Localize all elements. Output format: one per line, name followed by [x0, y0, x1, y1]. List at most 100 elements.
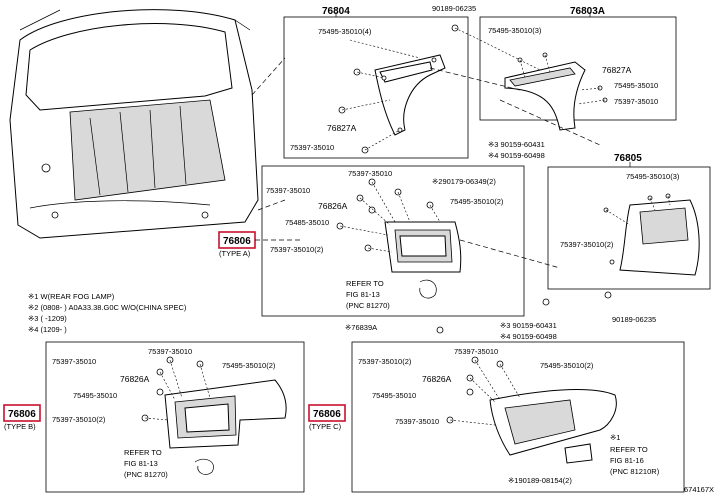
part-label-76806-b: 76806 [8, 409, 36, 420]
fastener-label: 75495-35010(4) [318, 27, 372, 36]
box-76803a: 76803A 75495-35010(3) 76827A 75495-35010… [479, 6, 677, 131]
part-76806-highlight [308, 404, 346, 422]
fastener-label: 75495-35010 [73, 391, 117, 400]
diagram-line [144, 359, 211, 421]
box-76806-type-c: 75397-35010 75397-35010(2) 75495-35010(2… [351, 341, 685, 493]
fastener-label: 75397-35010(2) [52, 415, 106, 424]
diagram-line [341, 39, 421, 151]
diagram-line [504, 399, 576, 445]
part-label-76826a: 76826A [120, 374, 150, 384]
fastener-label: ※190189-08154(2) [508, 476, 572, 485]
diagram-line [351, 341, 685, 493]
bolt-marker [41, 163, 51, 173]
back-door-illustration [9, 9, 259, 239]
fastener-label: ※3 90159-60431 [500, 321, 557, 330]
fastener-label: ※4 90159-60498 [488, 151, 545, 160]
fastener-label: 75485-35010 [285, 218, 329, 227]
fastener-label: 75495-35010(3) [488, 26, 542, 35]
bolt-marker [51, 211, 59, 219]
bolt-marker [368, 206, 376, 214]
fastener-label: 75397-35010 [148, 347, 192, 356]
part-label-76827a: 76827A [602, 65, 632, 75]
part-label-76806-main: 76806 [223, 236, 251, 247]
note-1: ※1 W(REAR FOG LAMP) [28, 292, 115, 301]
footnotes: ※1 W(REAR FOG LAMP) ※2 (0808- ) A0A33.38… [28, 292, 187, 334]
part-label-76839a: ※76839A [345, 323, 377, 332]
part-76806-highlight [3, 404, 41, 422]
fastener-label: 75397-35010 [454, 347, 498, 356]
refer-to-label: REFER TO [346, 279, 384, 288]
diagram-line [547, 166, 711, 290]
fastener-label: 90189-06235 [432, 4, 476, 13]
bolt-marker [609, 259, 615, 265]
bolt-marker [466, 388, 474, 396]
bolt-marker [156, 388, 164, 396]
diagram-line [45, 341, 305, 493]
fastener-label: 75495-35010 [372, 391, 416, 400]
box-76805: 76805 75495-35010(3) 75397-35010(2) [547, 153, 711, 290]
fastener-label: 75397-35010 [614, 97, 658, 106]
fastener-label: 75397-35010(2) [560, 240, 614, 249]
fastener-label: 75495-35010(2) [222, 361, 276, 370]
fastener-label: 75495-35010(3) [626, 172, 680, 181]
fastener-label: 75495-35010(2) [540, 361, 594, 370]
diagram-line [29, 200, 211, 209]
fastener-label: 75495-35010(2) [450, 197, 504, 206]
diagram-line [339, 181, 441, 253]
refer-figure-label: FIG 81-13 [346, 290, 380, 299]
diagram-line [454, 27, 561, 81]
diagram-line [261, 165, 525, 317]
box-76806-type-b: 75397-35010 75397-35010 75495-35010(2) 7… [45, 341, 305, 493]
diagram-line [605, 195, 671, 226]
part-type-label: (TYPE B) [4, 422, 36, 431]
diagram-line [499, 99, 601, 146]
part-label-76827a: 76827A [327, 123, 357, 133]
diagram-line [19, 9, 251, 31]
diagram-code: 674167X [684, 485, 714, 494]
refer-to-label: REFER TO [124, 448, 162, 457]
diagram-line [419, 279, 437, 299]
part-label-76804: 76804 [322, 6, 350, 17]
bolt-marker [431, 57, 437, 63]
refer-pnc-label: (PNC 81270) [346, 301, 390, 310]
diagram-line [519, 54, 606, 105]
box-76806-type-a: 75397-35010 ※290179-06349(2) 75397-35010… [261, 165, 525, 317]
diagram-line [69, 99, 226, 201]
diagram-line [283, 16, 469, 159]
fastener-label: 75397-35010(2) [270, 245, 324, 254]
refer-figure-label: FIG 81-16 [610, 456, 644, 465]
note-4: ※4 (1209- ) [28, 325, 67, 334]
refer-to-label: REFER TO [610, 445, 648, 454]
bolt-marker [201, 211, 209, 219]
part-label-76805: 76805 [614, 153, 642, 164]
diagram-line [89, 105, 187, 196]
part-label-76826a: 76826A [318, 201, 348, 211]
note-3: ※3 ( -1209) [28, 314, 67, 323]
fastener-label: 75397-35010 [52, 357, 96, 366]
fastener-label: 75397-35010 [348, 169, 392, 178]
diagram-line [257, 199, 286, 211]
part-label-76826a: 76826A [422, 374, 452, 384]
part-label-76806-c: 76806 [313, 409, 341, 420]
note-2: ※2 (0808- ) A0A33.38.G0C W/O(CHINA SPEC) [28, 303, 187, 312]
part-type-label: (TYPE C) [309, 422, 342, 431]
diagram-line [184, 403, 230, 433]
diagram-line [564, 443, 593, 464]
refer-marker: ※1 [610, 433, 620, 442]
fastener-label: 90189-06235 [612, 315, 656, 324]
bolt-marker [542, 298, 550, 306]
part-type-label: (TYPE A) [219, 249, 251, 258]
diagram-line [399, 235, 447, 257]
bolt-marker [381, 75, 387, 81]
fastener-label: 75397-35010 [290, 143, 334, 152]
fastener-label: 75495-35010 [614, 81, 658, 90]
diagram-line [194, 458, 214, 475]
bolt-marker [604, 291, 612, 299]
fastener-label: 75397-35010 [395, 417, 439, 426]
diagram-line [479, 16, 677, 121]
refer-figure-label: FIG 81-13 [124, 459, 158, 468]
bolt-marker [436, 326, 444, 334]
fastener-label: ※3 90159-60431 [488, 140, 545, 149]
refer-pnc-label: (PNC 81210R) [610, 467, 660, 476]
